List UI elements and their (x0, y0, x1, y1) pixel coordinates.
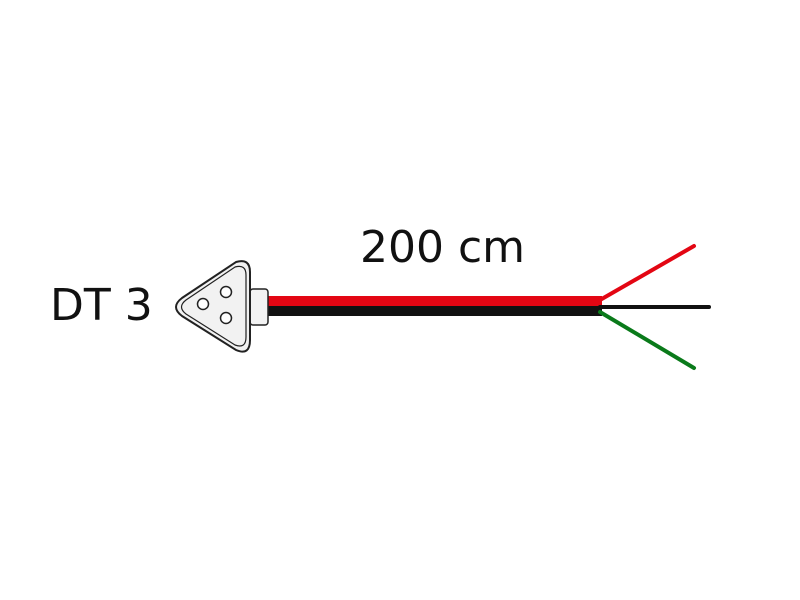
connector-boot (249, 288, 269, 326)
wire-green (598, 310, 696, 370)
split-wires (598, 244, 711, 370)
cable-black-stripe (266, 306, 602, 316)
connector-body-outer (175, 260, 251, 353)
connector-body-inner (180, 265, 247, 347)
pin-hole-1 (196, 297, 210, 311)
pin-hole-2 (219, 285, 233, 299)
dt3-connector (175, 260, 269, 353)
wire-red (598, 244, 696, 302)
connector-label: DT 3 (50, 280, 153, 331)
cable-red-stripe (266, 296, 602, 306)
pin-hole-3 (219, 311, 233, 325)
cable (266, 296, 602, 316)
length-label: 200 cm (360, 222, 526, 273)
